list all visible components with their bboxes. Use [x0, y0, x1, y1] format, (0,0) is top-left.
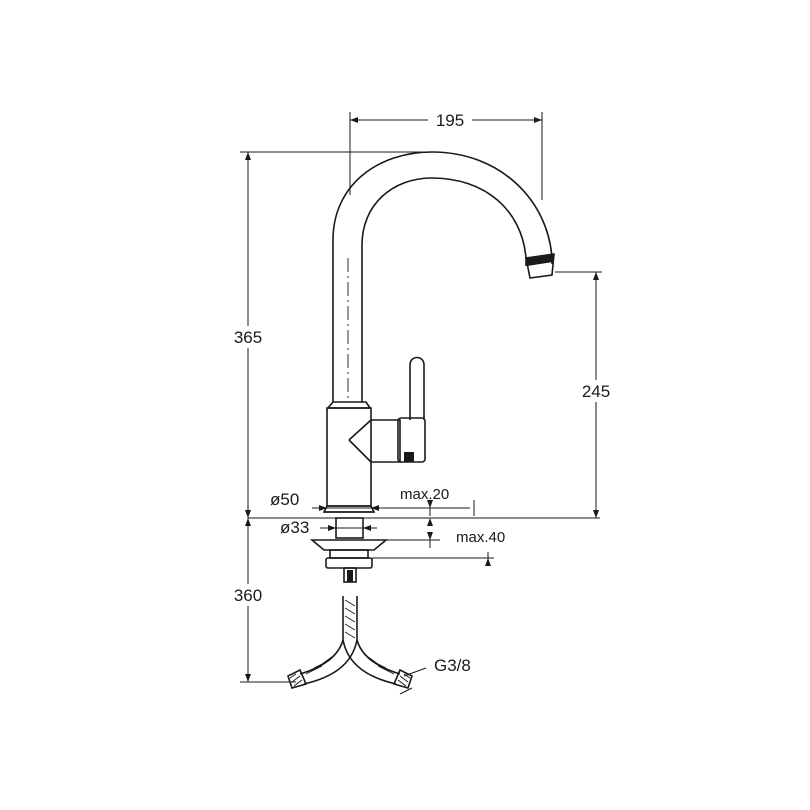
faucet-body — [322, 151, 555, 513]
arrowheads — [245, 117, 599, 682]
lever-handle — [409, 356, 425, 420]
lock-nut — [325, 557, 373, 569]
label-reach: 195 — [436, 111, 464, 130]
label-deck-max20: max.20 — [400, 486, 449, 503]
fitting-right — [392, 668, 413, 689]
label-under-length: 360 — [234, 586, 262, 605]
dim-g38-leader — [403, 667, 427, 677]
hose-right — [342, 639, 401, 685]
lever-housing — [371, 419, 401, 463]
hose-braid — [305, 599, 395, 675]
clamp-plate — [309, 539, 389, 551]
lever-housing-cut — [348, 419, 372, 463]
body-base — [322, 505, 376, 513]
fitting-right-thread — [397, 673, 411, 687]
hose-left — [299, 639, 358, 685]
spout-aerator-band — [526, 254, 554, 266]
body-cylinder — [326, 407, 372, 507]
spout-collar — [326, 401, 372, 409]
label-body-diameter: ø50 — [270, 490, 299, 509]
spout-inner — [361, 177, 527, 402]
lever-cap-shadow — [404, 452, 414, 462]
fitting-left-thread — [289, 673, 303, 687]
label-deck-max40: max.40 — [456, 529, 505, 546]
dimension-labels: 195 365 245 360 ø50 ø33 max.20 max.40 G3… — [228, 110, 616, 675]
label-hole-diameter: ø33 — [280, 518, 309, 537]
label-connection: G3/8 — [434, 656, 471, 675]
label-spout-height: 245 — [582, 382, 610, 401]
fitting-left — [287, 668, 308, 689]
spout-aerator — [525, 253, 555, 279]
dim-g38-line — [399, 687, 413, 695]
spout-outer — [332, 151, 553, 402]
hose-trunk — [342, 596, 358, 640]
label-total-height: 365 — [234, 328, 262, 347]
flexible-hoses — [287, 596, 413, 689]
clamp-nut — [329, 549, 369, 559]
shank-end-fill — [347, 570, 353, 582]
dimension-lines — [240, 112, 602, 695]
